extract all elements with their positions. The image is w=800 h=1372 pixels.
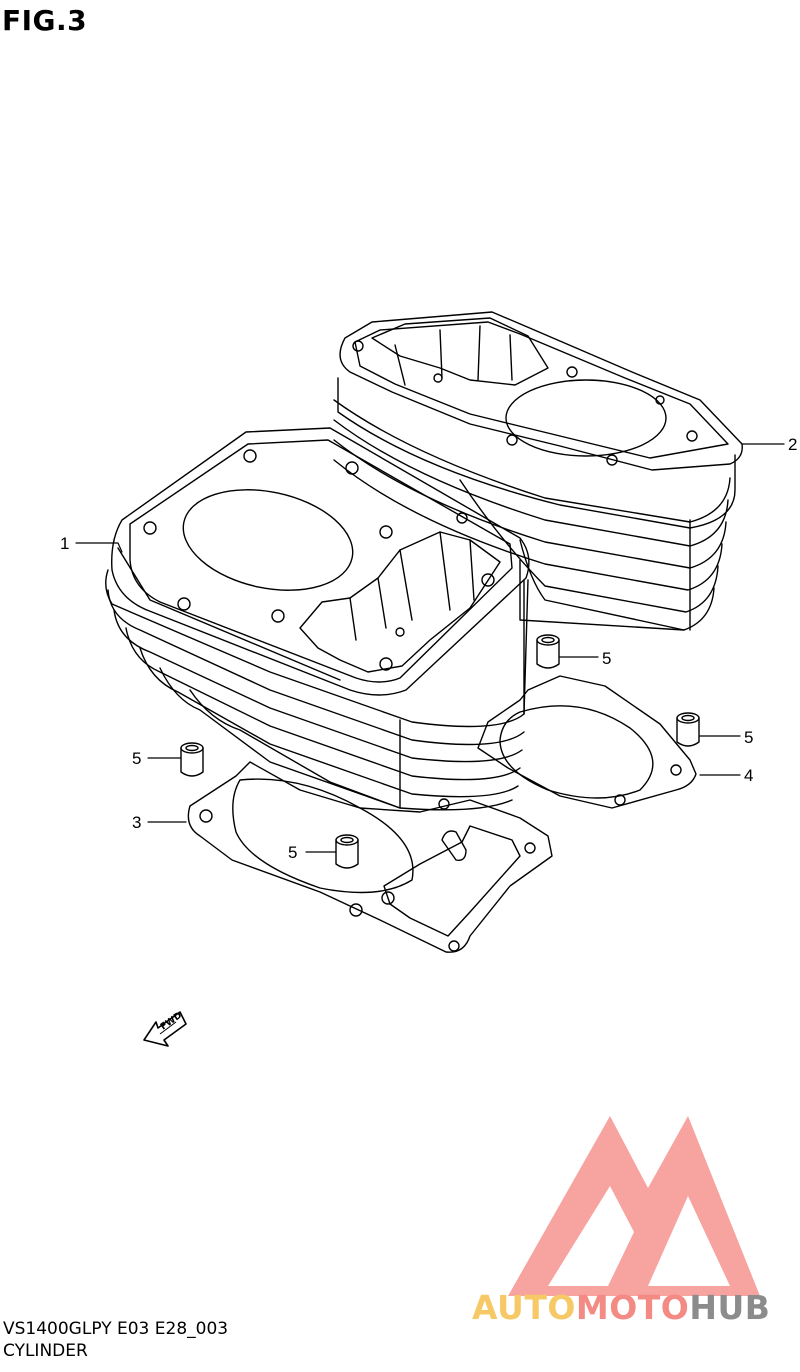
brand-part-auto: AUTO — [472, 1288, 576, 1327]
rear-base-gasket[interactable] — [477, 675, 697, 809]
rear-bolt-hole — [566, 366, 578, 378]
front-gasket-hole — [448, 940, 460, 952]
footer: VS1400GLPY E03 E28_003 CYLINDER — [3, 1318, 228, 1362]
front-gasket-hole — [199, 809, 213, 823]
front-bolt-hole — [345, 461, 359, 475]
section-name: CYLINDER — [3, 1341, 88, 1361]
front-bolt-hole — [177, 597, 191, 611]
front-bolt-hole — [456, 512, 468, 524]
front-cylinder-top-inner — [129, 439, 513, 683]
callout-2: 2 — [788, 435, 797, 454]
dowel-pin[interactable] — [180, 742, 204, 777]
front-bolt-hole — [395, 627, 405, 637]
brand-wordmark: AUTOMOTOHUB — [472, 1288, 770, 1327]
rear-gasket-outline — [477, 675, 697, 809]
rear-cam-chain-well — [371, 317, 549, 386]
front-gasket-window — [383, 825, 521, 937]
leader-lines — [75, 443, 785, 853]
figure-title: FIG.3 — [2, 4, 88, 37]
rear-bolt-hole — [606, 454, 618, 466]
callout-5: 5 — [132, 749, 141, 768]
callout-5: 5 — [744, 728, 753, 747]
front-gasket-hole — [438, 798, 450, 810]
callout-4: 4 — [744, 766, 753, 785]
rear-bolt-hole — [433, 373, 443, 383]
brand-part-moto: MOTO — [575, 1288, 690, 1327]
callout-5: 5 — [288, 843, 297, 862]
dowel-pin[interactable] — [676, 712, 700, 747]
callout-1: 1 — [60, 534, 69, 553]
dowel-pin[interactable] — [335, 834, 359, 869]
model-code: VS1400GLPY E03 E28_003 — [3, 1319, 229, 1339]
front-gasket-slot — [441, 830, 467, 861]
rear-bolt-hole — [506, 434, 518, 446]
front-gasket-outline — [187, 761, 553, 953]
rear-cylinder[interactable] — [333, 311, 743, 631]
front-cylinder[interactable] — [105, 427, 530, 811]
callout-3: 3 — [132, 813, 141, 832]
front-bolt-hole — [143, 521, 157, 535]
rear-bolt-hole — [686, 430, 698, 442]
rear-gasket-hole — [614, 794, 626, 806]
rear-bolt-hole — [352, 340, 364, 352]
rear-gasket-hole — [670, 764, 682, 776]
fwd-arrow-icon: FWD — [143, 1011, 187, 1047]
rear-bore — [505, 379, 667, 457]
front-bolt-hole — [481, 573, 495, 587]
brand-logo-icon — [508, 1116, 760, 1296]
front-cam-chain-well — [299, 531, 501, 673]
front-cylinder-top-deck — [111, 427, 530, 696]
callout-5: 5 — [602, 649, 611, 668]
front-gasket-hole — [524, 842, 536, 854]
brand-part-hub: HUB — [689, 1288, 771, 1327]
rear-cylinder-top-deck — [339, 311, 743, 471]
front-bore — [182, 489, 354, 591]
front-bolt-hole — [379, 657, 393, 671]
front-gasket-hole — [381, 891, 395, 905]
front-bolt-hole — [243, 449, 257, 463]
dowel-pin[interactable] — [536, 634, 560, 669]
rear-cylinder-fins — [333, 377, 736, 631]
rear-bolt-hole — [655, 395, 665, 405]
front-gasket-bore — [232, 778, 414, 894]
front-gasket-hole — [349, 903, 363, 917]
front-bolt-hole — [379, 525, 393, 539]
front-base-gasket[interactable] — [187, 761, 553, 953]
rear-cylinder-top-inner — [354, 321, 729, 459]
rear-gasket-bore — [499, 705, 654, 799]
front-bolt-hole — [271, 609, 285, 623]
